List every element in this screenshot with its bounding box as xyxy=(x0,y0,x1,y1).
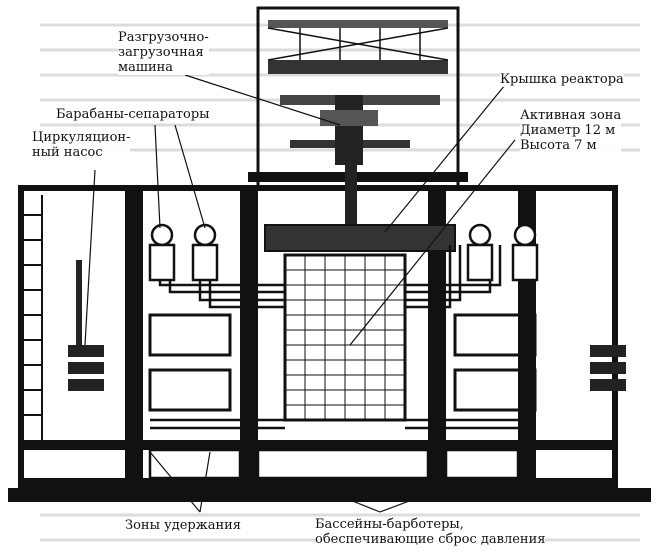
label-circulation-pump: Циркуляцион- ный насос xyxy=(32,130,131,160)
reactor-lid xyxy=(264,224,456,252)
label-active-zone: Активная зона Диаметр 12 м Высота 7 м xyxy=(520,108,622,153)
lower-compartments xyxy=(148,313,537,412)
refueling-machine xyxy=(320,95,378,225)
left-ladder xyxy=(19,195,43,440)
ground-slab xyxy=(8,488,651,502)
active-zone xyxy=(283,253,407,422)
label-containment-zones: Зоны удержания xyxy=(125,518,241,533)
drum-separators xyxy=(148,223,539,282)
label-reactor-lid: Крышка реактора xyxy=(500,72,624,87)
bubbler-pools xyxy=(148,448,520,480)
label-refueling-machine: Разгрузочно- загрузочная машина xyxy=(118,30,209,75)
leader-lines xyxy=(84,74,516,513)
label-bubbler-pools: Бассейны-барботеры, обеспечивающие сброс… xyxy=(315,517,546,547)
circulation-pumps xyxy=(68,260,626,391)
label-drum-separators: Барабаны-сепараторы xyxy=(56,107,210,122)
